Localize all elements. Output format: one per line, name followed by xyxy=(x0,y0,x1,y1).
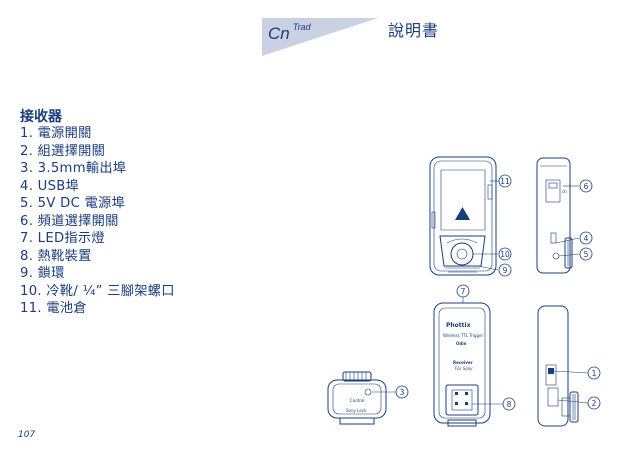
callout-7: 7 xyxy=(456,284,470,298)
callout-5: 5 xyxy=(579,247,593,261)
list-item: 10. 冷靴/ ¼” 三腳架螺口 xyxy=(20,283,175,299)
list-item: 4. USB埠 xyxy=(20,178,80,194)
language-tab-code: Cn xyxy=(268,24,290,43)
device-receiver-label: Receiver xyxy=(453,360,473,365)
parts-list: 1. 電源開關 2. 組選擇開關 3. 3.5mm輸出埠 4. USB埠 5. … xyxy=(20,125,175,318)
svg-text:2: 2 xyxy=(592,399,597,408)
receiver-front-view: Phottix Wireless TTL Trigger Odin Receiv… xyxy=(433,302,491,427)
callout-9: 9 xyxy=(498,263,512,277)
receiver-back-view xyxy=(429,156,497,276)
list-item: 2. 組選擇開關 xyxy=(20,143,106,159)
device-subtitle: Wireless TTL Trigger xyxy=(443,333,483,338)
svg-text:10: 10 xyxy=(500,250,510,259)
list-item: 11. 電池倉 xyxy=(20,301,87,316)
svg-text:4: 4 xyxy=(584,234,589,243)
list-item: 8. 熱靴裝置 xyxy=(20,248,92,264)
callout-6: 6 xyxy=(579,179,593,193)
brand-label: Phottix xyxy=(446,322,471,329)
section-heading: 接收器 xyxy=(20,109,62,125)
svg-text:9: 9 xyxy=(503,266,508,275)
language-tab-shape xyxy=(262,18,378,56)
callout-2: 2 xyxy=(587,396,601,410)
callout-10: 10 xyxy=(498,247,512,261)
list-item: 6. 頻道選擇開關 xyxy=(20,213,119,229)
receiver-side-view-bottom xyxy=(537,305,579,427)
receiver-side-view-top: ch xyxy=(536,157,573,274)
callout-3: 3 xyxy=(395,385,409,399)
callout-11: 11 xyxy=(498,174,512,188)
callout-1: 1 xyxy=(587,366,601,380)
svg-text:1: 1 xyxy=(592,369,597,378)
list-item: 5. 5V DC 電源埠 xyxy=(20,196,126,211)
svg-text:Sony Lock: Sony Lock xyxy=(346,408,367,413)
list-item: 3. 3.5mm輸出埠 xyxy=(20,161,127,176)
svg-text:Control: Control xyxy=(350,398,364,403)
device-model: Odin xyxy=(456,341,467,346)
callout-4: 4 xyxy=(579,231,593,245)
svg-text:11: 11 xyxy=(500,177,510,186)
svg-text:8: 8 xyxy=(507,400,512,409)
hot-shoe-front-view: Control Sony Lock xyxy=(327,371,387,425)
svg-text:7: 7 xyxy=(461,287,466,296)
language-tab-variant: Trad xyxy=(292,22,311,32)
page-number: 107 xyxy=(18,430,36,440)
svg-text:5: 5 xyxy=(584,250,589,259)
svg-text:6: 6 xyxy=(584,182,589,191)
device-receiver-for: For Sony xyxy=(455,366,473,371)
list-item: 1. 電源開關 xyxy=(20,126,92,141)
svg-text:ch: ch xyxy=(562,189,567,194)
list-item: 7. LED指示燈 xyxy=(20,231,105,246)
svg-text:3: 3 xyxy=(400,388,405,397)
callout-8: 8 xyxy=(502,397,516,411)
page-title: 說明書 xyxy=(388,21,440,40)
list-item: 9. 鎖環 xyxy=(20,266,65,281)
